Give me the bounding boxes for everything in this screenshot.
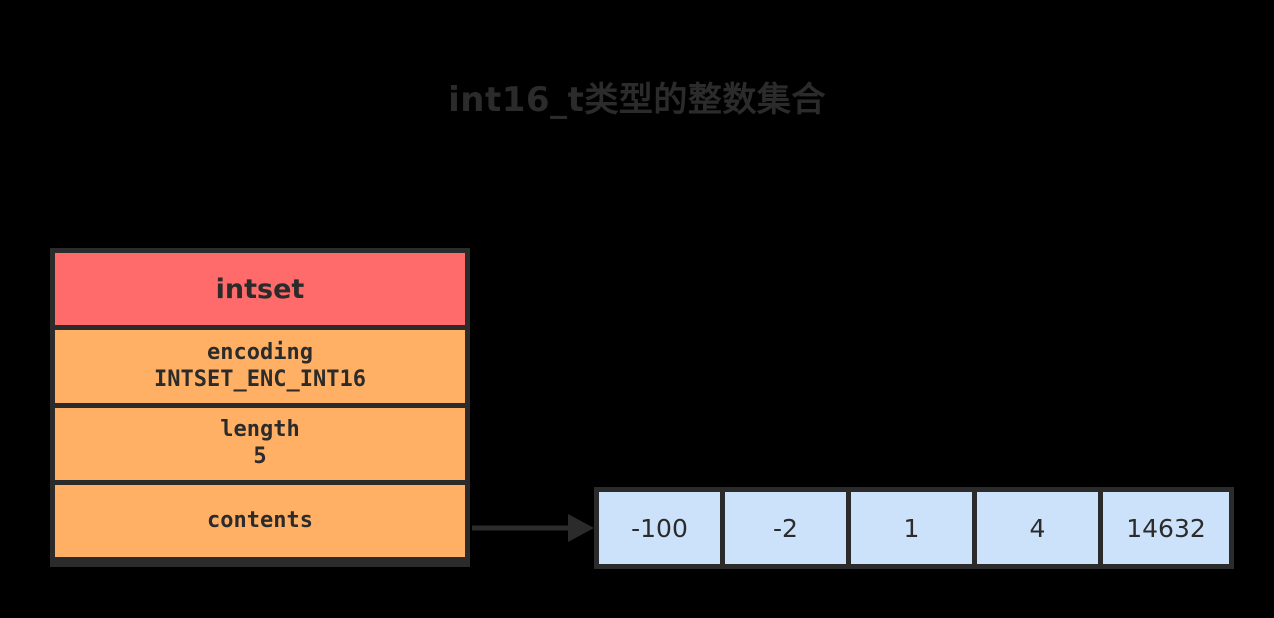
struct-field-contents-name: contents [207,507,313,533]
struct-field-encoding-value: INTSET_ENC_INT16 [154,366,366,392]
struct-field-encoding: encoding INTSET_ENC_INT16 [55,330,465,408]
array-cell: -2 [725,492,851,564]
struct-field-length-name: length [220,417,300,443]
page-title: int16_t类型的整数集合 [448,80,826,120]
struct-field-contents: contents [55,485,465,557]
array-cell: -100 [599,492,725,564]
array-cell: 4 [977,492,1103,564]
array-cell: 14632 [1103,492,1229,564]
struct-field-encoding-name: encoding [207,339,313,365]
arrow-right-icon [472,514,594,542]
contents-array: -100 -2 1 4 14632 [594,487,1234,569]
intset-struct-header: intset [55,253,465,330]
intset-struct-header-label: intset [215,273,305,305]
struct-field-length-value: 5 [253,444,267,469]
struct-field-length: length 5 [55,408,465,485]
array-cell: 1 [851,492,977,564]
intset-struct-box: intset encoding INTSET_ENC_INT16 length … [50,248,470,567]
